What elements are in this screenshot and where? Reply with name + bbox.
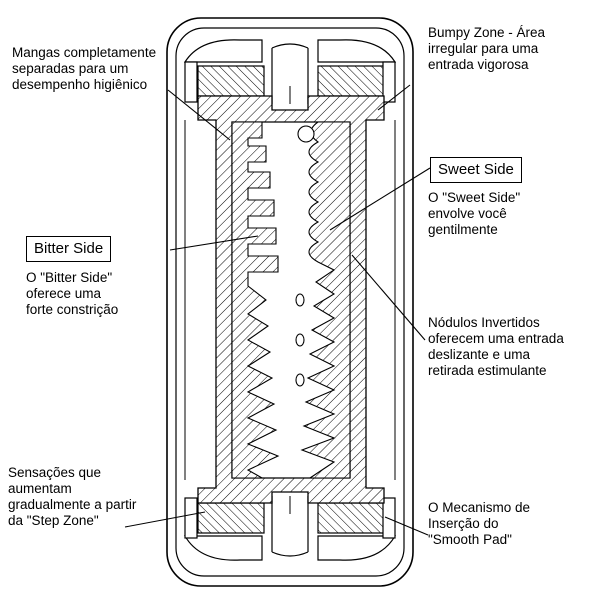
bitter-side-label: Bitter Side [26,236,112,262]
sweet-side-nodules [295,121,351,479]
sweet-side-label: Sweet Side [430,157,522,183]
leader-bitter [169,235,259,251]
bitter-side-ribs [231,121,280,479]
leader-nodulos [351,254,426,341]
callout-sensacoes: Sensações que aumentam gradualmente a pa… [8,465,137,528]
inner-sleeve [197,95,385,504]
callout-bitter-desc: O "Bitter Side" oferece uma forte constr… [26,270,119,317]
leader-mecanismo [384,516,429,536]
outer-casing [166,17,414,587]
callout-mangas: Mangas completamente separadas para um d… [12,45,157,92]
leader-sensacoes [124,511,206,528]
bottom-cap [183,496,397,561]
leader-sweet [329,167,431,231]
callout-sweet-desc: O "Sweet Side" envolve você gentilmente [428,190,521,237]
leader-bumpy [377,84,411,111]
callout-nodulos: Nódulos Invertidos oferecem uma entrada … [428,315,564,378]
leader-lines [124,84,431,536]
leader-mangas [167,89,231,141]
top-cap [183,39,397,104]
callout-mecanismo: O Mecanismo de Inserção do "Smooth Pad" [428,500,531,547]
callout-bumpy-zone: Bumpy Zone - Área irregular para uma ent… [428,25,546,72]
